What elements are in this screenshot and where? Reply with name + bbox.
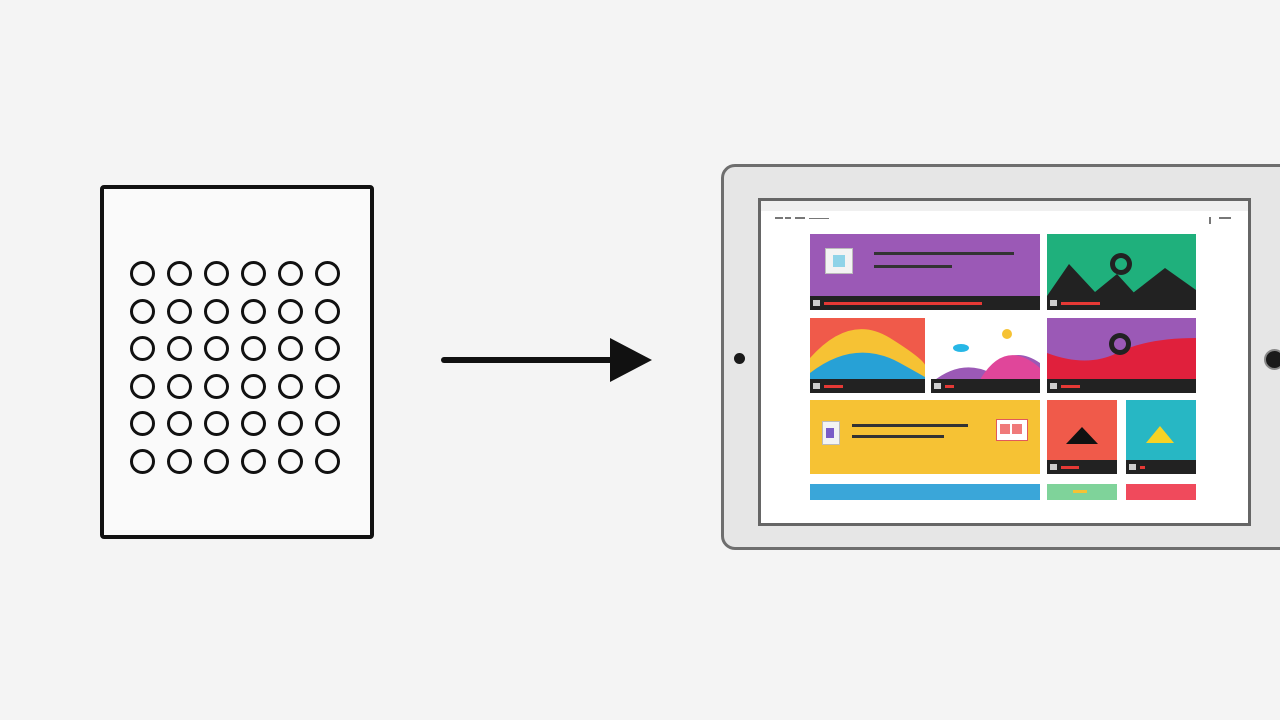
grid-dot	[167, 298, 192, 324]
title-line	[874, 252, 1014, 255]
grid-dot	[278, 298, 303, 324]
topbar-mark	[775, 217, 783, 219]
grid-dot	[167, 336, 192, 362]
video-progress-bar[interactable]	[810, 379, 925, 393]
video-tile-teal-small[interactable]	[1126, 400, 1196, 474]
grid-dot	[278, 411, 303, 437]
topbar-mark	[795, 217, 805, 219]
video-tile-red-partial[interactable]	[1126, 484, 1196, 500]
play-icon	[813, 300, 820, 306]
video-tile-purple[interactable]	[810, 234, 1040, 310]
book-icon	[996, 419, 1028, 441]
progress-fill	[1061, 466, 1079, 469]
grid-dot	[315, 448, 340, 474]
thumbnail-icon	[822, 421, 840, 445]
progress-fill	[1140, 466, 1145, 469]
tablet-icon	[721, 164, 1280, 550]
dot-grid-card	[100, 185, 374, 539]
grid-dot	[315, 336, 340, 362]
subtitle-line	[874, 265, 952, 268]
video-tile-green[interactable]	[1047, 234, 1196, 310]
play-icon	[1050, 464, 1057, 470]
grid-dot	[204, 373, 229, 399]
grid-dot	[315, 373, 340, 399]
video-tile-coral[interactable]	[810, 318, 925, 393]
screen-top-bar	[761, 201, 1248, 224]
grid-dot	[278, 373, 303, 399]
grid-dot	[278, 448, 303, 474]
video-tile-yellow[interactable]	[810, 400, 1040, 474]
grid-dot	[278, 261, 303, 286]
play-icon	[1050, 383, 1057, 389]
grid-dot	[315, 411, 340, 437]
grid-dot	[241, 261, 266, 286]
video-tile-orange-small[interactable]	[1047, 400, 1117, 474]
triangle-icon	[1146, 426, 1174, 443]
video-progress-bar[interactable]	[1047, 296, 1196, 310]
grid-dot	[130, 411, 155, 437]
grid-dot	[315, 298, 340, 324]
video-progress-bar[interactable]	[931, 379, 1040, 393]
thumbnail-icon	[825, 248, 853, 274]
video-progress-bar[interactable]	[810, 296, 1040, 310]
tablet-screen	[758, 198, 1251, 526]
grid-dot	[204, 261, 229, 286]
triangle-icon	[1066, 427, 1098, 444]
grid-dot	[204, 448, 229, 474]
grid-dot	[241, 373, 266, 399]
right-arrow-icon	[441, 338, 652, 382]
subtitle-line	[852, 435, 944, 438]
grid-dot	[204, 298, 229, 324]
title-line	[852, 424, 968, 427]
grid-dot	[167, 448, 192, 474]
grid-dot	[130, 373, 155, 399]
tablet-camera	[734, 353, 745, 364]
video-tile-green-partial[interactable]	[1047, 484, 1117, 500]
topbar-mark	[809, 218, 829, 219]
grid-dot	[241, 298, 266, 324]
play-icon	[813, 383, 820, 389]
grid-dot	[315, 261, 340, 286]
grid-dot	[241, 411, 266, 437]
tablet-home-button	[1264, 349, 1280, 370]
video-progress-bar[interactable]	[1047, 460, 1117, 474]
grid-dot	[130, 336, 155, 362]
progress-fill	[945, 385, 954, 388]
topbar-mark	[1219, 217, 1231, 219]
dot-grid-icon	[130, 261, 340, 474]
grid-dot	[130, 261, 155, 286]
grid-dot	[167, 261, 192, 286]
progress-fill	[824, 302, 982, 305]
play-icon	[1050, 300, 1057, 306]
progress-fill	[1061, 302, 1100, 305]
grid-dot	[167, 373, 192, 399]
video-tile-blue-partial[interactable]	[810, 484, 1040, 500]
landscape-icon	[1047, 253, 1196, 296]
topbar-mark	[1209, 217, 1211, 224]
video-progress-bar[interactable]	[1047, 379, 1196, 393]
video-progress-bar[interactable]	[1126, 460, 1196, 474]
video-tile-magenta[interactable]	[1047, 318, 1196, 393]
topbar-mark	[785, 217, 791, 219]
grid-dot	[130, 448, 155, 474]
progress-fill	[1061, 385, 1080, 388]
grid-dot	[241, 448, 266, 474]
grid-dot	[278, 336, 303, 362]
grid-dot	[130, 298, 155, 324]
progress-fill	[824, 385, 843, 388]
grid-dot	[167, 411, 192, 437]
play-icon	[1129, 464, 1136, 470]
grid-dot	[204, 336, 229, 362]
video-tile-white[interactable]	[931, 318, 1040, 393]
grid-dot	[241, 336, 266, 362]
play-icon	[934, 383, 941, 389]
grid-dot	[204, 411, 229, 437]
